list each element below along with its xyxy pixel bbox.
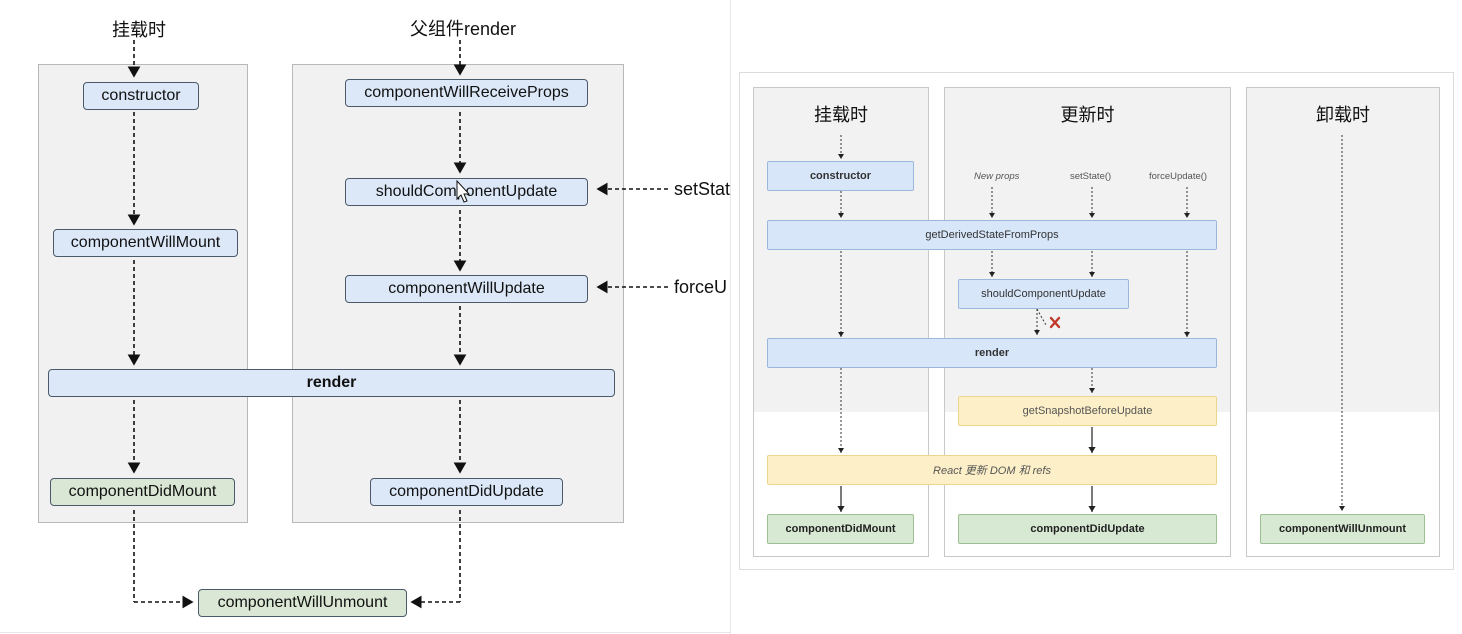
old-mount-label: 挂载时 xyxy=(112,20,166,40)
mouse-cursor-icon xyxy=(456,179,471,203)
panel-divider xyxy=(730,0,731,634)
component-will-receive-props-node: componentWillReceiveProps xyxy=(345,79,588,107)
constructor-node: constructor xyxy=(83,82,199,110)
get-derived-state-from-props-node: getDerivedStateFromProps xyxy=(767,220,1217,250)
new-lifecycle-arrows xyxy=(837,135,1345,512)
old-lifecycle-arrows xyxy=(127,40,668,609)
update-phase-title: 更新时 xyxy=(1060,105,1115,125)
cross-mark-icon xyxy=(1049,316,1061,329)
old-lifecycle-diagram: 挂载时 父组件render constructor componentWillM… xyxy=(0,0,730,634)
unmount-phase-column xyxy=(1246,87,1440,557)
new-lifecycle-diagram: 挂载时 更新时 卸载时 co xyxy=(739,72,1454,570)
render-node: render xyxy=(48,369,615,397)
new-constructor-node: constructor xyxy=(767,161,914,191)
component-will-mount-node: componentWillMount xyxy=(53,229,238,257)
force-update-call-label: forceUpdate() xyxy=(1149,171,1208,182)
unmount-phase-title: 卸载时 xyxy=(1316,105,1370,125)
old-parent-render-label: 父组件render xyxy=(410,19,517,39)
component-did-update-node: componentDidUpdate xyxy=(370,478,563,506)
new-render-node: render xyxy=(767,338,1217,368)
new-component-did-mount-node: componentDidMount xyxy=(767,514,914,544)
should-component-update-node: shouldComponentUpdate xyxy=(345,178,588,206)
set-state-call-label: setState() xyxy=(1070,171,1112,182)
react-update-dom-node: React 更新 DOM 和 refs xyxy=(767,455,1217,485)
mount-column xyxy=(38,64,248,523)
component-will-unmount-node: componentWillUnmount xyxy=(198,589,407,617)
new-component-did-update-node: componentDidUpdate xyxy=(958,514,1217,544)
mount-phase-title: 挂载时 xyxy=(814,105,868,125)
new-should-component-update-node: shouldComponentUpdate xyxy=(958,279,1129,309)
component-did-mount-node: componentDidMount xyxy=(50,478,235,506)
get-snapshot-before-update-node: getSnapshotBeforeUpdate xyxy=(958,396,1217,426)
set-state-label: setStat xyxy=(674,179,731,199)
component-will-update-node: componentWillUpdate xyxy=(345,275,588,303)
new-component-will-unmount-node: componentWillUnmount xyxy=(1260,514,1425,544)
force-update-label: forceU xyxy=(674,277,728,297)
new-props-label: New props xyxy=(974,171,1020,182)
bottom-divider xyxy=(0,632,730,633)
